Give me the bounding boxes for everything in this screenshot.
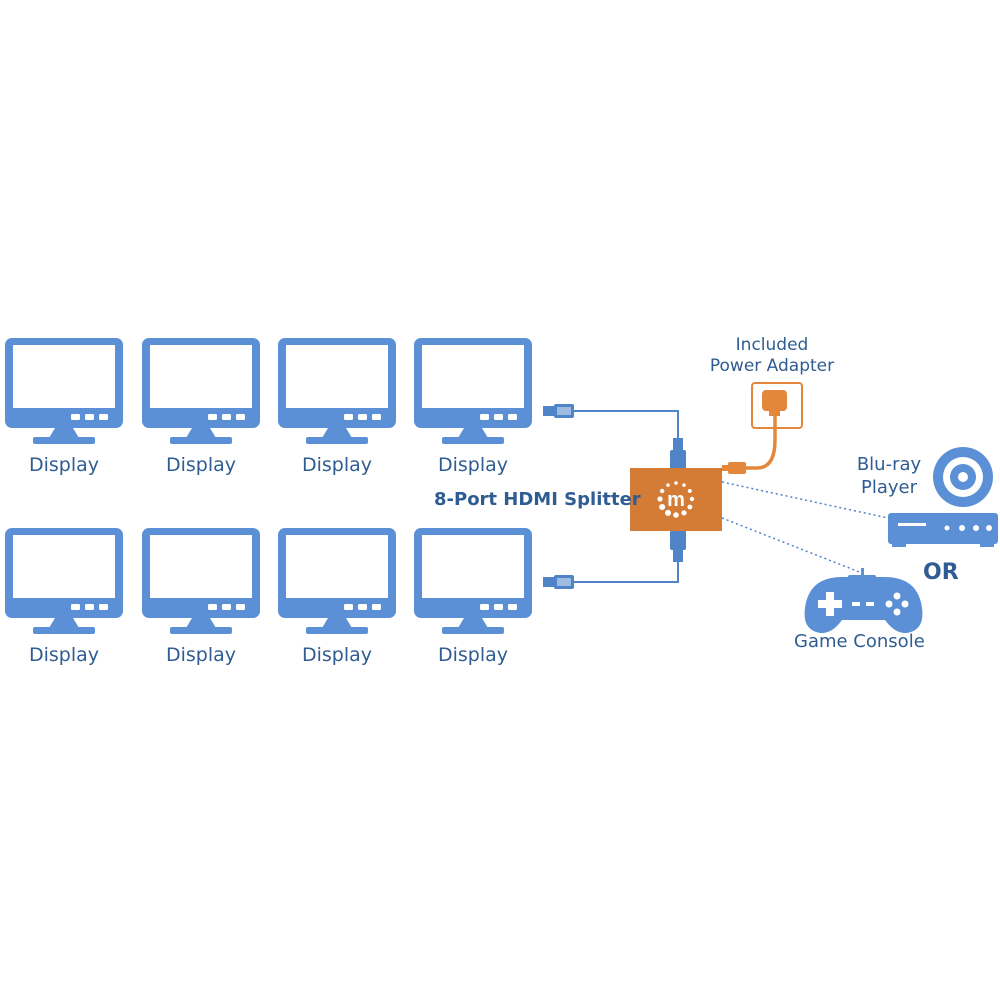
bluray-player-icon (888, 513, 998, 547)
hdmi-plug-icon (670, 530, 686, 550)
bluray-label-line2: Player (860, 477, 917, 498)
or-label: OR (923, 560, 959, 585)
display-3 (278, 338, 396, 444)
monitor-icon (278, 528, 396, 634)
disc-icon (933, 447, 993, 507)
display-label: Display (28, 644, 100, 666)
display-label: Display (437, 644, 509, 666)
hdmi-plug-icon (543, 575, 574, 589)
bluray-player (888, 447, 998, 547)
monitor-icon (142, 338, 260, 444)
display-label: Display (301, 454, 373, 476)
bluray-label-line1: Blu-ray (856, 454, 922, 475)
power-adapter-label-line2: Power Adapter (709, 356, 835, 376)
monitor-icon (5, 338, 123, 444)
logo-letter: m (667, 489, 685, 511)
monitor-icon (414, 338, 532, 444)
bluray-label: Blu-ray Player (844, 453, 934, 499)
hdmi-plug-icon (673, 438, 683, 452)
display-label: Display (437, 454, 509, 476)
console-connection-line (721, 517, 863, 574)
display-label: Display (165, 644, 237, 666)
hdmi-plug-icon (543, 404, 574, 418)
monitor-icon (414, 528, 532, 634)
display-label: Display (301, 644, 373, 666)
display-label: Display (28, 454, 100, 476)
splitter-label: 8-Port HDMI Splitter (434, 489, 641, 510)
display-8 (414, 528, 532, 634)
display-2 (142, 338, 260, 444)
hdmi-splitter-box: m (630, 468, 722, 531)
manhattan-logo-icon: m (657, 481, 695, 518)
game-console-label: Game Console (794, 631, 925, 652)
power-adapter-label: Included Power Adapter (702, 335, 842, 377)
display-6 (142, 528, 260, 634)
monitor-icon (278, 338, 396, 444)
hdmi-cable-bottom (543, 530, 686, 589)
display-5 (5, 528, 123, 634)
display-7 (278, 528, 396, 634)
hdmi-cable-top (543, 404, 686, 470)
power-plug-icon (762, 390, 787, 416)
display-1 (5, 338, 123, 444)
gamepad-icon (804, 568, 923, 634)
monitor-icon (5, 528, 123, 634)
power-adapter-label-line1: Included (735, 335, 809, 355)
display-label: Display (165, 454, 237, 476)
power-adapter (722, 382, 803, 474)
monitor-icon (142, 528, 260, 634)
bluray-connection-line (721, 481, 889, 519)
display-4 (414, 338, 532, 444)
